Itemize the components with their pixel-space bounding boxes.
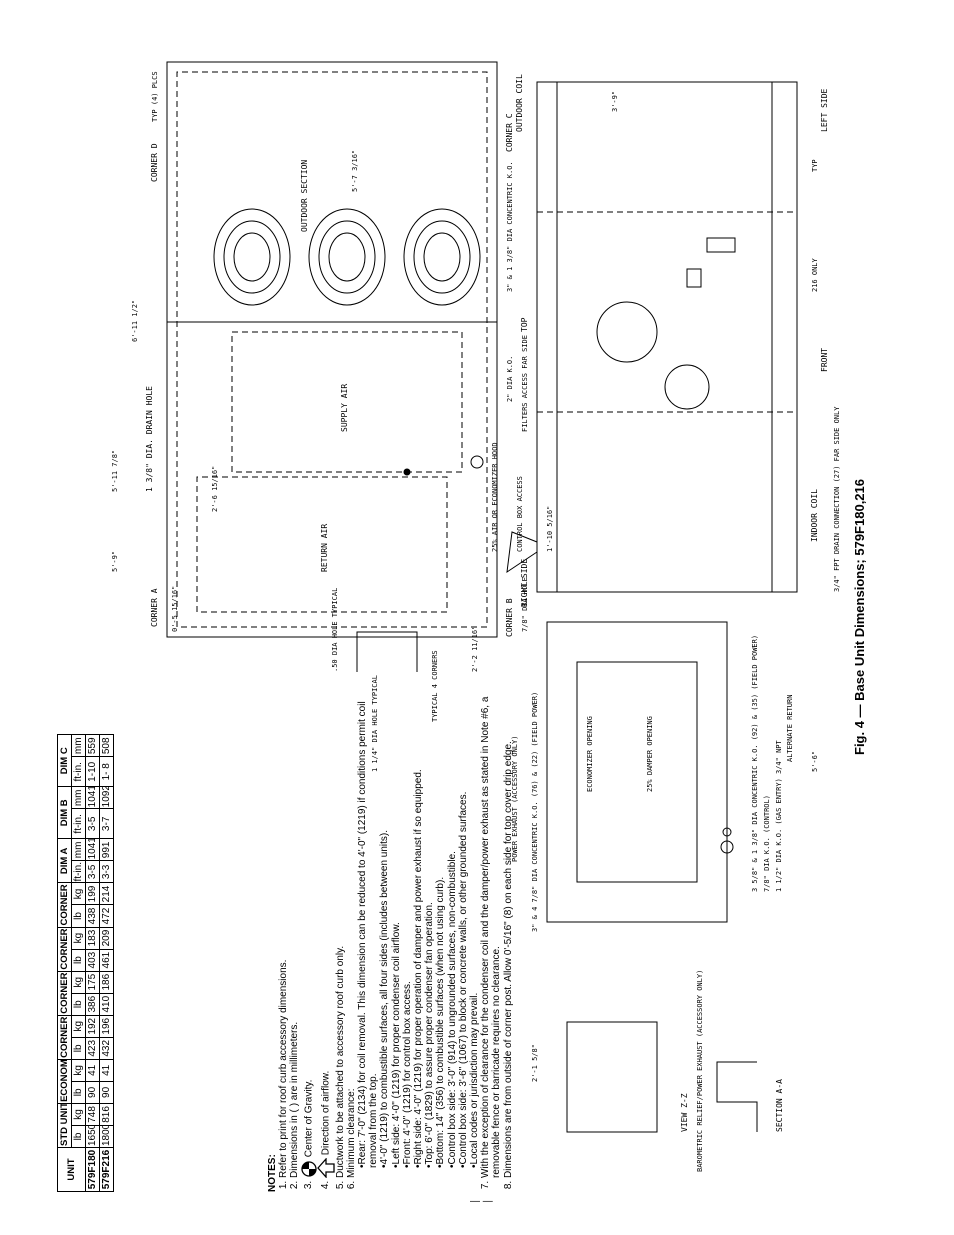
label-econ-opening: ECONOMIZER OPENING [586,716,594,792]
label-216-only: 216 ONLY [811,257,819,292]
page-number: — — [470,1196,493,1207]
label-outdoor-section: OUTDOOR SECTION [300,160,309,232]
cg-marker [403,468,411,476]
label-indoor-coil: INDOOR COIL [810,489,819,542]
label-view-zz: VIEW Z-Z [680,1093,689,1132]
note-3: Center of Gravity. [300,672,317,1178]
center-of-gravity-icon [300,1161,317,1177]
label-ko-gas: 1 1/2" DIA K.O. (GAS ENTRY) 3/4" NPT [775,739,783,892]
notes-block: NOTES: Refer to print for roof curb acce… [267,672,514,1192]
dim-label: 2'-2 11/16" [471,626,479,672]
label-dia-hole: .50 DIA HOLE TYPICAL [331,588,339,672]
corner-detail [356,631,418,672]
dimension-drawing: CORNER D CORNER A CORNER C CORNER B OUTD… [111,61,841,1172]
label-barometric: BAROMETRIC RELIEF/POWER EXHAUST (ACCESSO… [696,970,704,1172]
louver-panel [706,237,736,253]
section-aa-profile [716,1061,758,1132]
condenser-fan [403,208,481,306]
damper-opening [576,661,698,883]
curb-outline [176,71,488,628]
label-corner-a: CORNER A [150,588,159,627]
dim-label: 6'-11 1/2" [131,300,139,342]
condenser-fan [213,208,291,306]
baro-relief-view [566,1021,658,1133]
label-typ: TYP [811,159,819,172]
label-econ-hood: 25% AIR OR ECONOMIZER HOOD [491,442,499,552]
control-window [686,268,702,288]
front-view-outline [536,81,798,593]
dim-label: 5'-9" [111,551,119,572]
label-alt-return: ALTERNATE RETURN [786,695,794,762]
label-conc-ko-2: 3" & 4 7/8" DIA CONCENTRIC K.O. (76) & (… [531,692,539,932]
dim-label: 5'-7 3/16" [351,150,359,192]
label-conc-ko-3: 3 5/8" & 1 3/8" DIA CONCENTRIC K.O. (92)… [751,635,759,892]
label-corner-d: CORNER D [150,143,159,182]
dim-label: 3'-9" [611,91,619,112]
label-typ-plcs: TYP (4) PLCS [151,71,159,122]
condenser-fan [328,232,366,282]
dim-label: 1'-10 5/16" [546,506,554,552]
economizer-hood [506,531,538,574]
condenser-fan [318,220,376,294]
label-damper-opening: 25% DAMPER OPENING [646,716,654,792]
dim-label: 5'-11 7/8" [111,450,119,492]
note-4: Direction of airflow. [316,672,335,1179]
label-power-exhaust: POWER EXHAUST (ACCESSORY ONLY) [511,736,519,862]
label-control-box: CONTROL BOX ACCESS [516,476,524,552]
blower-housing [664,364,710,410]
dim-label: 2'-1 5/8" [531,1044,539,1082]
knockout [720,840,734,854]
label-corner-c: CORNER C [505,113,514,152]
label-outdoor-coil: OUTDOOR COIL [515,74,524,132]
label-typical-corners: TYPICAL 4 CORNERS [431,650,439,722]
drain-hole [470,455,484,469]
knockout [722,827,732,837]
condenser-fan [423,232,461,282]
dim-label: 5'-6" [811,751,819,772]
label-conc-ko: 3" & 1 3/8" DIA CONCENTRIC K.O. [506,161,514,292]
condenser-fan [233,232,271,282]
top-view-outline [166,61,498,638]
label-dia-hole-2: 1 1/4" DIA HOLE TYPICAL [371,675,379,772]
label-ko-control: 7/8" DIA K.O. (CONTROL) [763,795,771,892]
label-filters: FILTERS ACCESS FAR SIDE [521,335,529,432]
rotated-sheet: UNIT STD UNIT WEIGHT ECONOMISERIV WEIGHT… [57,42,897,1192]
return-opening [196,476,448,613]
label-front: FRONT [820,348,829,372]
label-ko-2: 2" DIA K.O. [506,356,514,402]
label-ko-78: 7/8" DIA HOLE [521,577,529,632]
dim-label: 0'-5 15/16" [171,586,179,632]
airflow-arrow-icon [316,1157,335,1179]
label-fpt-drain: 3/4" FPT DRAIN CONNECTION (27) FAR SIDE … [833,406,841,592]
condenser-fan [308,208,386,306]
label-return-air: RETURN AIR [320,524,329,572]
label-drain-hole: 1 3/8" DIA. DRAIN HOLE [145,386,154,492]
label-right-side: RIGHT SIDE [520,559,529,607]
label-corner-b: CORNER B [505,598,514,637]
label-supply-air: SUPPLY AIR [340,384,349,432]
figure-caption: Fig. 4 — Base Unit Dimensions; 579F180,2… [852,479,867,755]
condenser-fan [413,220,471,294]
supply-opening [231,331,463,473]
right-side-view-outline [546,621,728,923]
label-top: TOP [520,317,529,332]
label-left-side: LEFT SIDE [820,88,829,132]
dim-label: 2'-6 15/16" [211,466,219,512]
label-section-aa: SECTION A-A [775,1079,784,1132]
blower-housing [596,301,658,363]
condenser-fan [223,220,281,294]
